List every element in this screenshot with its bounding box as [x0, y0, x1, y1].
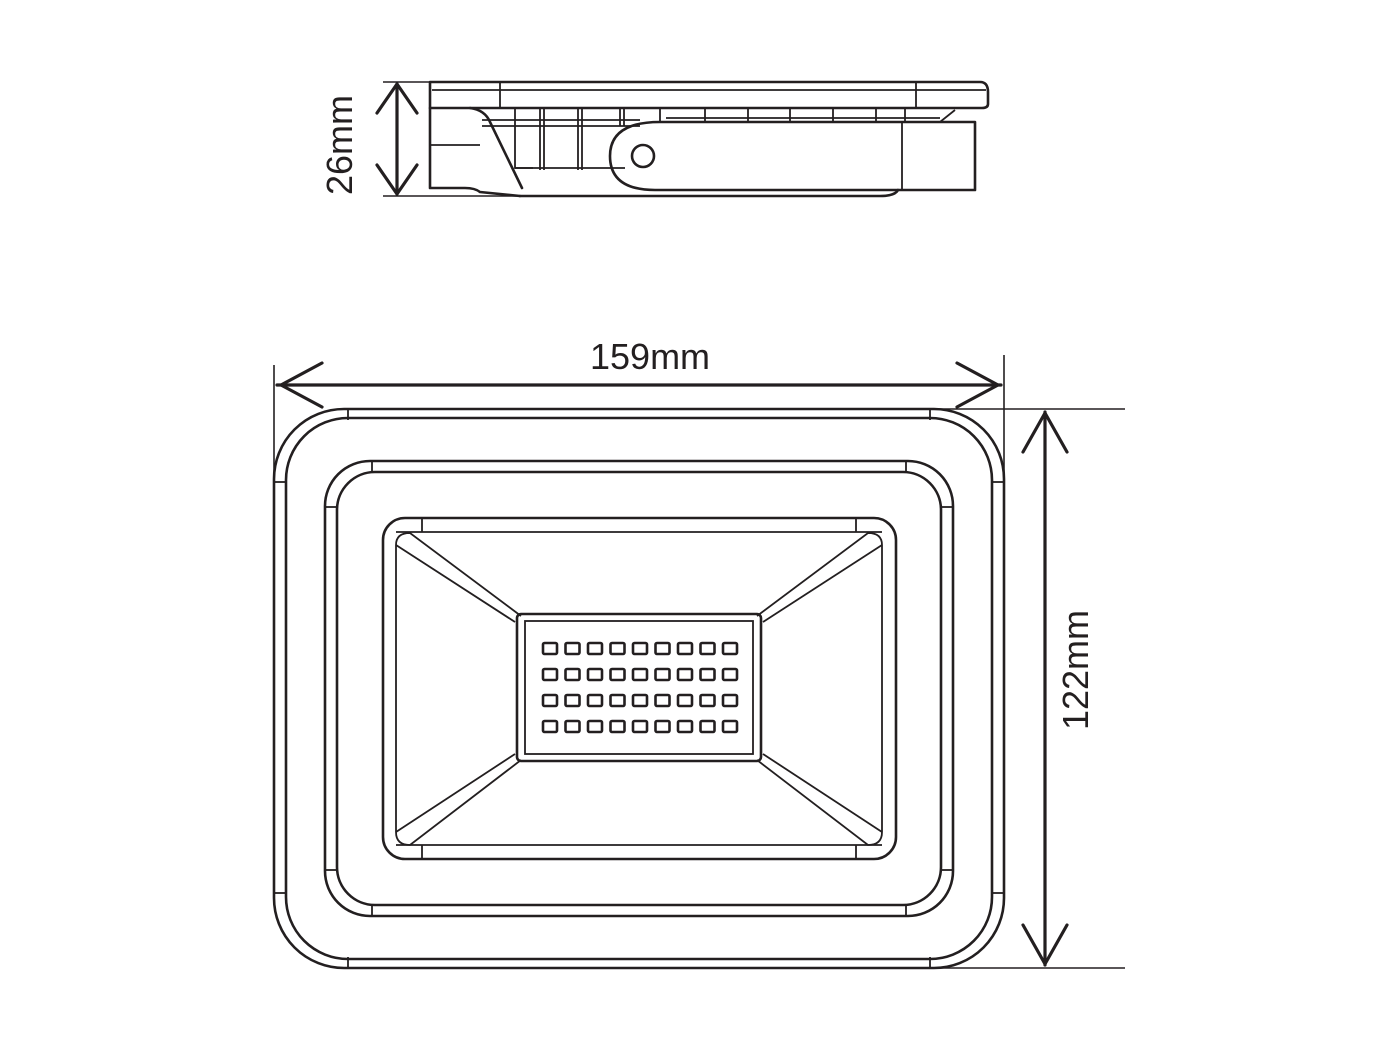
outer-frame: [272, 407, 1006, 970]
depth-dimension-label: 26mm: [319, 94, 360, 196]
pivot-screw-icon: [630, 143, 656, 169]
led-chip-icon: [609, 641, 626, 656]
led-chip-icon: [654, 667, 671, 682]
width-dimension-arrow: [275, 361, 1003, 409]
led-chip-icon: [676, 667, 694, 682]
led-chip-icon: [699, 693, 716, 708]
led-chip-icon: [676, 693, 694, 708]
led-grid: [541, 641, 739, 734]
led-chip-icon: [586, 667, 604, 682]
height-dimension-label: 122mm: [1055, 609, 1096, 731]
led-chip-icon: [609, 693, 626, 708]
heatsink-fins: [482, 108, 956, 170]
led-chip-icon: [654, 693, 671, 708]
led-chip-icon: [699, 641, 716, 656]
depth-dimension-arrow: [375, 82, 419, 196]
width-dimension-label: 159mm: [590, 336, 711, 377]
led-chip-icon: [541, 719, 559, 734]
led-chip-icon: [721, 667, 739, 682]
led-chip-icon: [631, 693, 649, 708]
led-chip-icon: [721, 719, 739, 734]
led-chip-icon: [699, 667, 716, 682]
inner-frame: [323, 459, 955, 918]
led-chip-icon: [676, 641, 694, 656]
reflector: [381, 516, 898, 861]
led-chip-icon: [654, 641, 671, 656]
led-chip-icon: [721, 641, 739, 656]
led-chip-icon: [631, 667, 649, 682]
led-chip-icon: [609, 667, 626, 682]
led-chip-icon: [631, 719, 649, 734]
height-dimension-arrow: [1021, 410, 1069, 967]
side-view: [375, 80, 990, 198]
led-chip-icon: [654, 719, 671, 734]
led-chip-icon: [721, 693, 739, 708]
led-chip-icon: [609, 719, 626, 734]
led-board: [515, 612, 763, 763]
led-chip-icon: [586, 719, 604, 734]
led-chip-icon: [586, 693, 604, 708]
led-chip-icon: [564, 641, 581, 656]
led-chip-icon: [564, 667, 581, 682]
led-chip-icon: [541, 667, 559, 682]
led-chip-icon: [699, 719, 716, 734]
led-chip-icon: [631, 641, 649, 656]
led-chip-icon: [586, 641, 604, 656]
led-chip-icon: [676, 719, 694, 734]
mounting-bracket: [608, 120, 977, 192]
front-view: [272, 355, 1125, 970]
led-chip-icon: [564, 693, 581, 708]
led-chip-icon: [541, 693, 559, 708]
led-chip-icon: [564, 719, 581, 734]
led-chip-icon: [541, 641, 559, 656]
